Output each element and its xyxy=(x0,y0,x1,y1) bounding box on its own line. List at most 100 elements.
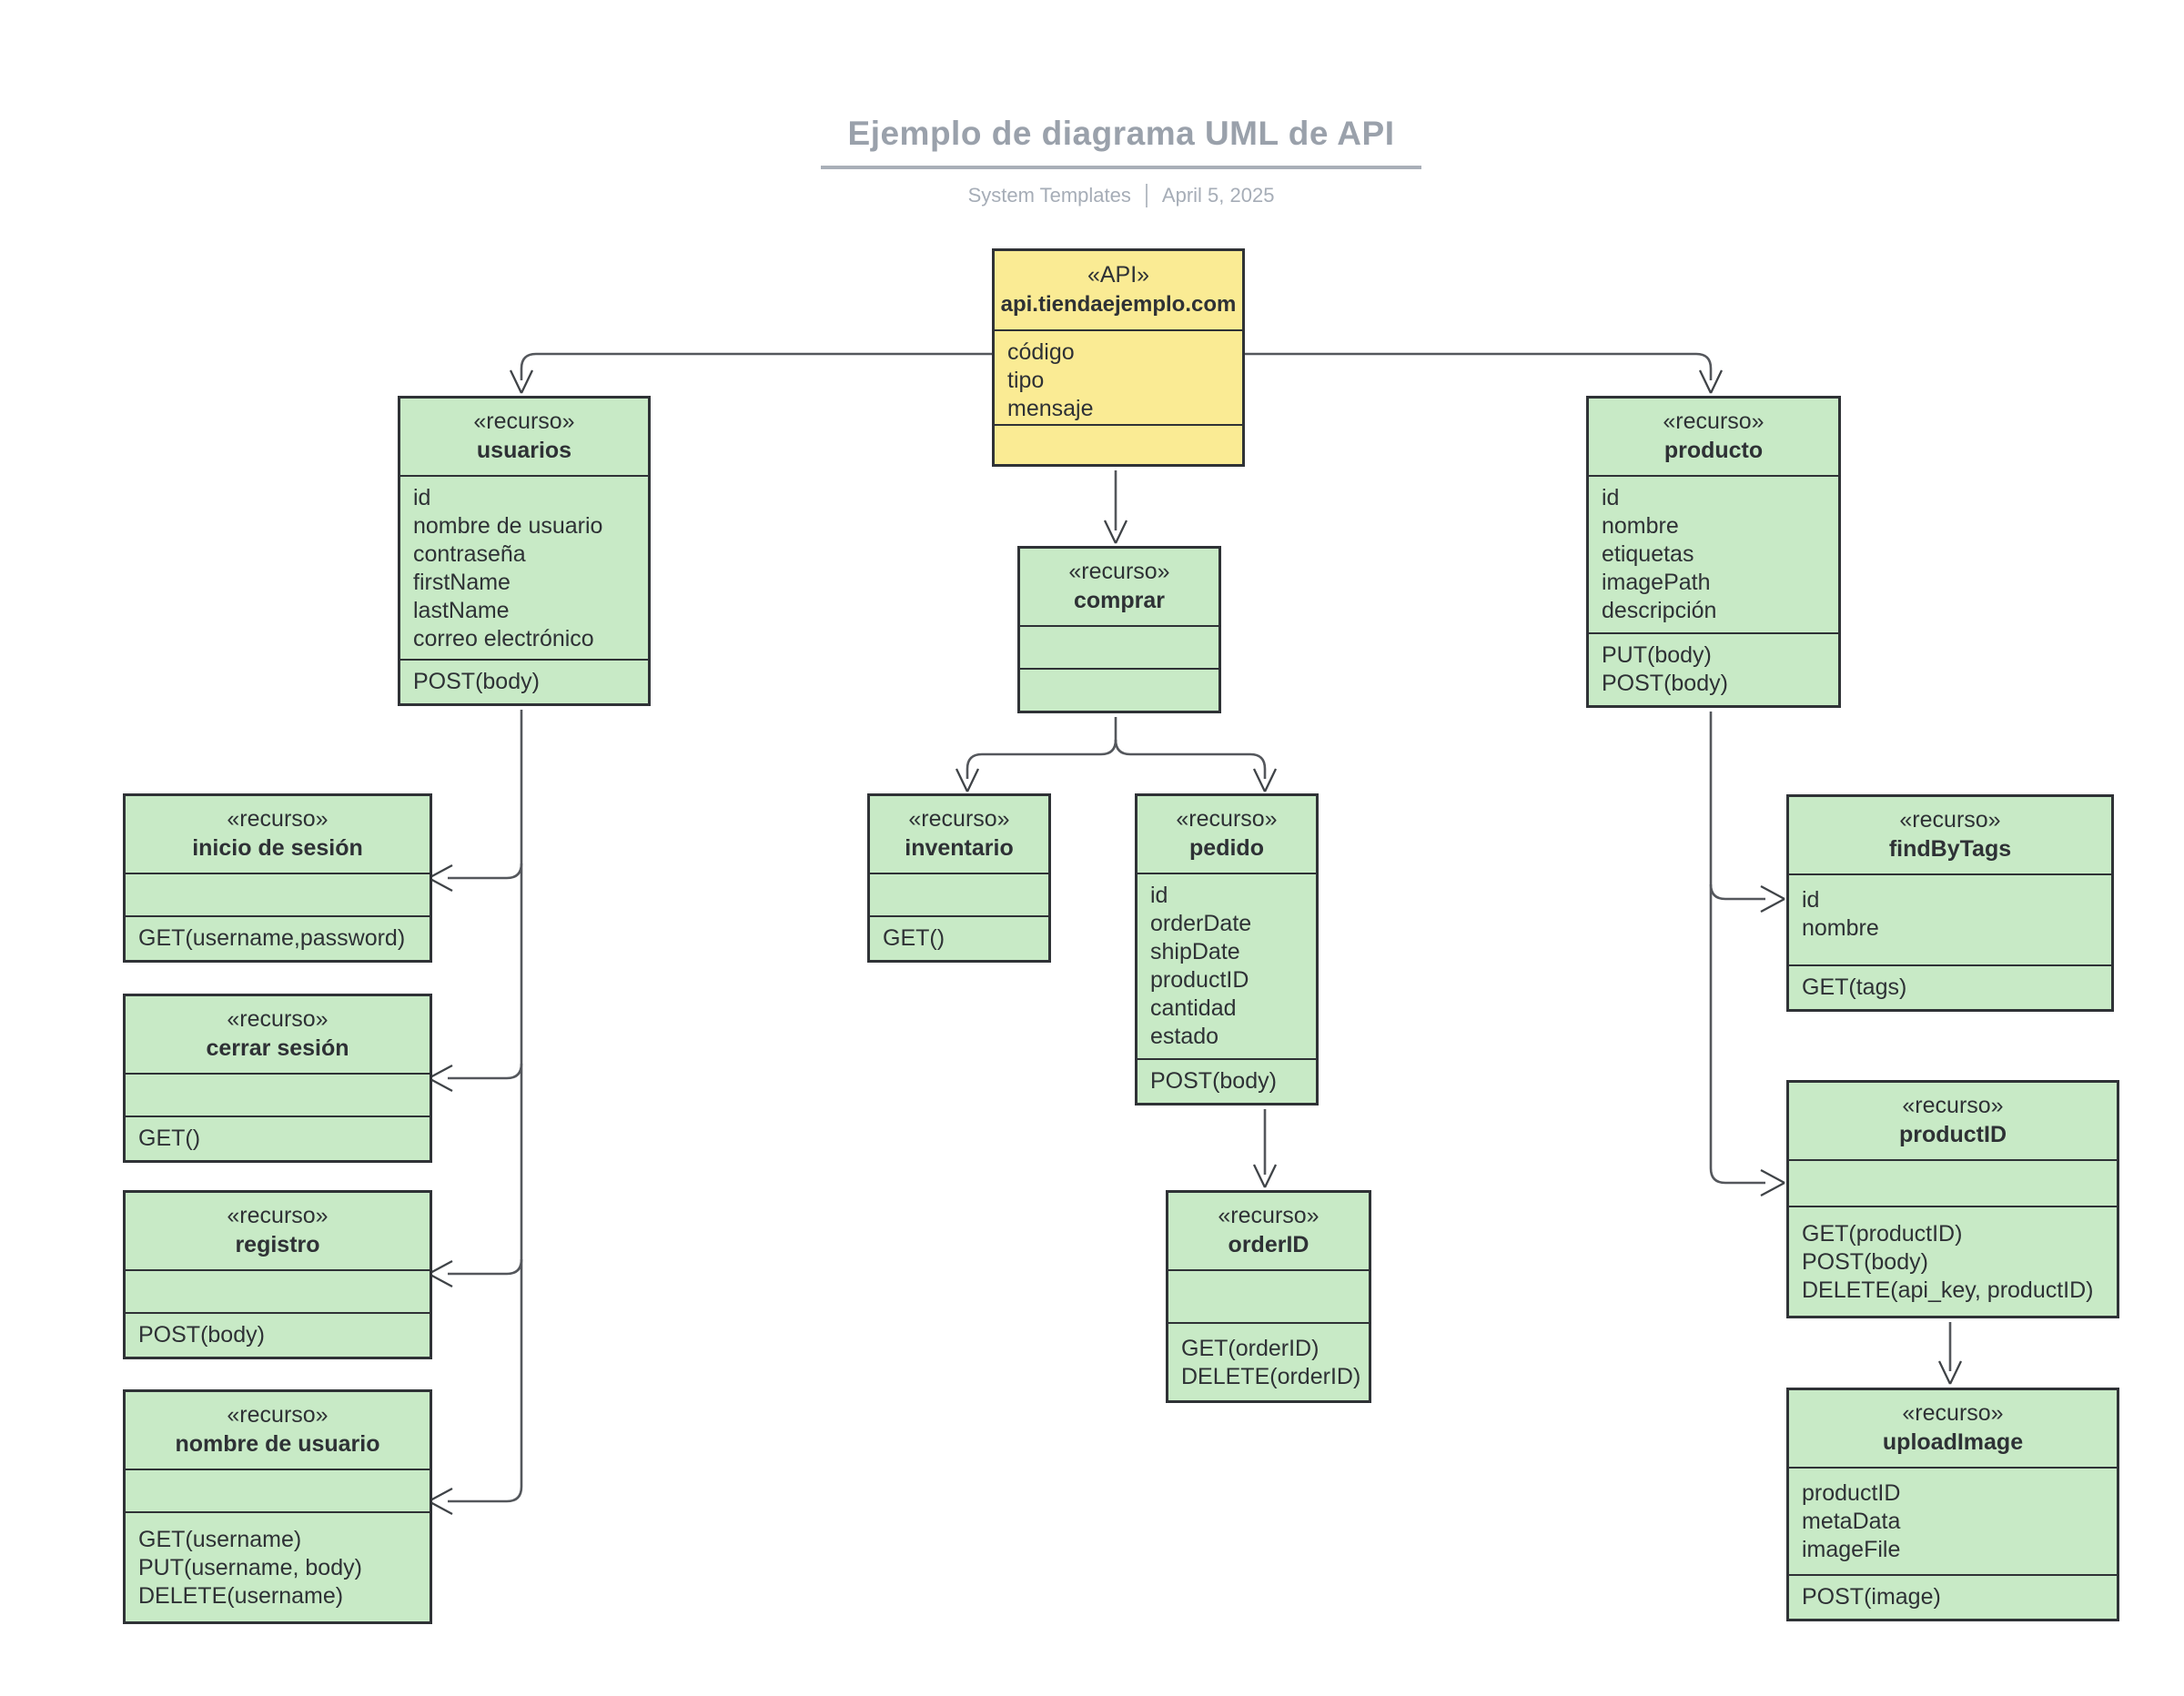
attribute-line: nombre xyxy=(1602,513,1679,539)
arrowhead-orderid xyxy=(1252,1164,1278,1188)
method-line: DELETE(api_key, productID) xyxy=(1802,1277,2094,1303)
stereotype: «recurso» xyxy=(1218,1203,1320,1228)
class-header: «recurso» productID xyxy=(1789,1083,2117,1159)
connector-usuarios-cerrar xyxy=(448,1063,523,1080)
method-line: POST(image) xyxy=(1802,1584,1941,1610)
connector-producto-productid xyxy=(1709,712,1765,1185)
page-title: Ejemplo de diagrama UML de API xyxy=(847,115,1395,152)
stereotype: «API» xyxy=(1087,262,1150,288)
stereotype: «recurso» xyxy=(1663,409,1764,434)
connector-api-producto xyxy=(1239,352,1713,380)
methods-section: POST(body) xyxy=(400,659,648,703)
class-name: usuarios xyxy=(476,438,572,463)
method-line: POST(body) xyxy=(138,1322,265,1348)
arrowhead-inventario xyxy=(955,768,980,792)
class-header: «recurso» registro xyxy=(126,1193,430,1269)
class-box-inventario: «recurso» inventario GET() xyxy=(867,793,1051,963)
attributes-section: código tipo mensaje xyxy=(995,329,1242,424)
arrowhead-uploadimage xyxy=(1937,1360,1963,1385)
stereotype: «recurso» xyxy=(227,1402,329,1428)
attribute-line: estado xyxy=(1150,1024,1219,1049)
attribute-line: imagePath xyxy=(1602,570,1711,595)
method-line: PUT(username, body) xyxy=(138,1555,362,1580)
attributes-section-empty xyxy=(126,1073,430,1116)
class-name: api.tiendaejemplo.com xyxy=(1000,292,1237,317)
date: April 5, 2025 xyxy=(1161,184,1275,207)
byline: System Templates xyxy=(967,184,1131,207)
arrowhead-findbytags xyxy=(1760,884,1785,914)
class-name: inicio de sesión xyxy=(192,835,363,861)
method-line: POST(body) xyxy=(1602,671,1728,696)
arrowhead-comprar xyxy=(1103,520,1128,544)
method-line: PUT(body) xyxy=(1602,642,1712,668)
class-name: orderID xyxy=(1228,1232,1309,1257)
attributes-section-empty xyxy=(1789,1159,2117,1206)
attribute-line: nombre xyxy=(1802,915,1879,941)
method-line: GET(tags) xyxy=(1802,974,1907,1000)
class-name: comprar xyxy=(1073,588,1166,613)
attribute-line: id xyxy=(413,485,431,510)
attribute-line: shipDate xyxy=(1150,939,1240,964)
class-box-orderid: «recurso» orderID GET(orderID) DELETE(or… xyxy=(1166,1190,1371,1403)
connector-comprar-pedido xyxy=(1114,739,1267,779)
method-line: GET(username,password) xyxy=(138,925,406,951)
attribute-line: orderDate xyxy=(1150,911,1252,936)
stereotype: «recurso» xyxy=(908,806,1010,832)
class-box-pedido: «recurso» pedido id orderDate shipDate p… xyxy=(1135,793,1319,1105)
stereotype: «recurso» xyxy=(1176,806,1278,832)
class-box-api: «API» api.tiendaejemplo.com código tipo … xyxy=(992,248,1245,467)
arrowhead-producto xyxy=(1698,369,1724,394)
methods-section: GET() xyxy=(870,915,1048,960)
methods-section: GET(productID) POST(body) DELETE(api_key… xyxy=(1789,1206,2117,1316)
class-box-usuarios: «recurso» usuarios id nombre de usuario … xyxy=(398,396,651,706)
subtitle-separator xyxy=(1145,184,1148,207)
attribute-line: mensaje xyxy=(1007,396,1094,421)
methods-section-empty xyxy=(995,424,1242,464)
attributes-section: id nombre xyxy=(1789,873,2111,964)
method-line: GET(username) xyxy=(138,1527,302,1552)
arrowhead-usuarios xyxy=(509,369,534,394)
attribute-line: productID xyxy=(1802,1480,1901,1506)
title-underline xyxy=(821,166,1421,169)
methods-section: GET(username) PUT(username, body) DELETE… xyxy=(126,1511,430,1621)
attribute-line: id xyxy=(1802,887,1820,913)
stereotype: «recurso» xyxy=(1899,807,2001,833)
attribute-line: metaData xyxy=(1802,1509,1901,1534)
attributes-section-empty xyxy=(126,1269,430,1312)
class-name: cerrar sesión xyxy=(206,1035,349,1061)
methods-section: POST(body) xyxy=(1138,1058,1316,1103)
attribute-line: tipo xyxy=(1007,368,1045,393)
class-header: «recurso» comprar xyxy=(1020,549,1218,625)
method-line: GET(productID) xyxy=(1802,1221,1963,1247)
stereotype: «recurso» xyxy=(1068,559,1170,584)
method-line: GET() xyxy=(138,1126,201,1151)
attributes-section: id nombre etiquetas imagePath descripció… xyxy=(1589,475,1838,632)
method-line: DELETE(username) xyxy=(138,1583,344,1609)
method-line: POST(body) xyxy=(1150,1068,1277,1094)
attribute-line: nombre de usuario xyxy=(413,513,603,539)
stereotype: «recurso» xyxy=(227,1203,329,1228)
attribute-line: código xyxy=(1007,339,1075,365)
subtitle: System Templates April 5, 2025 xyxy=(821,184,1421,207)
method-line: DELETE(orderID) xyxy=(1181,1364,1361,1389)
class-header: «recurso» nombre de usuario xyxy=(126,1392,430,1469)
class-box-registro: «recurso» registro POST(body) xyxy=(123,1190,432,1359)
method-line: GET(orderID) xyxy=(1181,1336,1320,1361)
method-line: POST(body) xyxy=(1802,1249,1928,1275)
class-box-findbytags: «recurso» findByTags id nombre GET(tags) xyxy=(1786,794,2114,1012)
class-name: findByTags xyxy=(1888,836,2012,862)
connector-api-usuarios xyxy=(520,352,992,380)
attribute-line: id xyxy=(1150,883,1168,908)
method-line: POST(body) xyxy=(413,669,540,694)
class-header: «recurso» orderID xyxy=(1168,1193,1369,1269)
class-name: productID xyxy=(1898,1122,2007,1147)
title-block: Ejemplo de diagrama UML de API System Te… xyxy=(821,115,1421,207)
attributes-section-empty xyxy=(126,1469,430,1511)
attribute-line: lastName xyxy=(413,598,510,623)
methods-section: POST(image) xyxy=(1789,1574,2117,1619)
attribute-line: cantidad xyxy=(1150,995,1237,1021)
stereotype: «recurso» xyxy=(227,806,329,832)
attribute-line: firstName xyxy=(413,570,511,595)
class-name: inventario xyxy=(905,835,1014,861)
class-header: «recurso» usuarios xyxy=(400,399,648,475)
